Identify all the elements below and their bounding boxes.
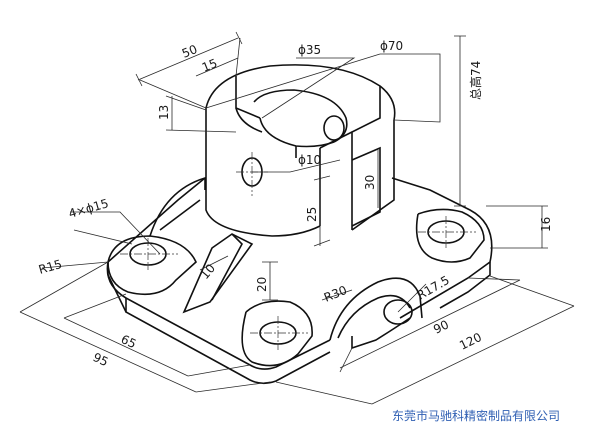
- dim-25: 25: [305, 207, 319, 222]
- dim-total-height: 总高74: [468, 61, 483, 100]
- dim-15: 15: [200, 56, 219, 75]
- dimension-lines: [19, 31, 575, 405]
- support-rib: [182, 233, 254, 314]
- watermark-text: 东莞市马驰科精密制品有限公司: [392, 408, 560, 423]
- dim-13: 13: [157, 105, 171, 120]
- hole-top: [323, 115, 345, 141]
- mounting-holes: [120, 216, 476, 350]
- dim-10: 10: [198, 261, 219, 282]
- dim-90: 90: [431, 317, 451, 336]
- dim-r30: R30: [322, 283, 349, 305]
- dim-phi70: ϕ70: [380, 39, 403, 53]
- hole-rear-cut: [383, 299, 413, 325]
- cylinder-boss: [205, 64, 396, 237]
- dimension-labels: 50 15 ϕ35 ϕ70 总高74 13 ϕ10 30 25 4×ϕ15 R1…: [37, 39, 553, 369]
- dim-65: 65: [119, 332, 139, 351]
- dim-30: 30: [363, 175, 377, 190]
- dim-holes: 4×ϕ15: [67, 196, 110, 221]
- dim-phi35: ϕ35: [298, 43, 321, 57]
- dim-r15: R15: [37, 257, 64, 277]
- dim-120: 120: [457, 330, 484, 353]
- dim-50: 50: [180, 42, 199, 61]
- dim-95: 95: [91, 350, 111, 369]
- base-plate: [106, 176, 493, 385]
- dim-16: 16: [539, 217, 553, 232]
- dim-20: 20: [255, 277, 269, 292]
- dim-phi10: ϕ10: [298, 153, 321, 167]
